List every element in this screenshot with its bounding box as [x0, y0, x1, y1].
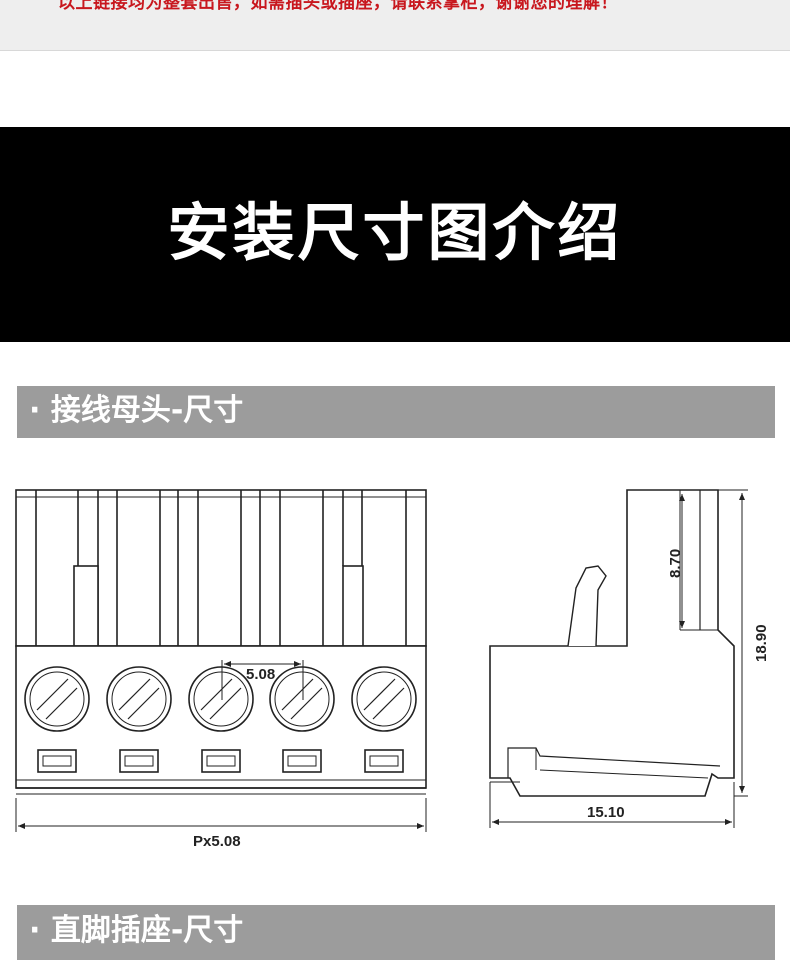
- total-width-label: Px5.08: [193, 833, 241, 850]
- top-height-label: 8.70: [667, 549, 684, 578]
- total-height-dimension: [718, 489, 748, 797]
- screw-terminals: [24, 666, 417, 732]
- side-width-dimension: [489, 782, 735, 828]
- notice-text: 以上链接均为整套出售，如需插头或插座，请联系掌柜，谢谢您的理解！: [58, 0, 618, 13]
- section-label: · 直脚插座-尺寸: [29, 913, 244, 948]
- pitch-dimension: [221, 660, 304, 700]
- banner-title: 安装尺寸图介绍: [167, 196, 623, 269]
- top-height-dimension: [679, 489, 690, 628]
- banner: 安装尺寸图介绍: [0, 127, 790, 342]
- section-label: · 接线母头-尺寸: [29, 393, 244, 428]
- section-header-plug: · 接线母头-尺寸: [17, 386, 775, 438]
- section-header-socket: · 直脚插座-尺寸: [17, 905, 775, 960]
- side-view: [489, 489, 735, 797]
- total-height-label: 18.90: [753, 624, 770, 662]
- notice-bar: 以上链接均为整套出售，如需插头或插座，请联系掌柜，谢谢您的理解！: [0, 0, 790, 51]
- wire-slots: [37, 749, 404, 773]
- total-width-dimension: [15, 798, 427, 832]
- pitch-label: 5.08: [246, 666, 275, 683]
- side-width-label: 15.10: [587, 804, 625, 821]
- front-view: [15, 489, 427, 795]
- dimension-drawing-svg: 5.08 Px5.08 8.70: [15, 489, 770, 850]
- dimension-drawing: 5.08 Px5.08 8.70: [0, 470, 790, 870]
